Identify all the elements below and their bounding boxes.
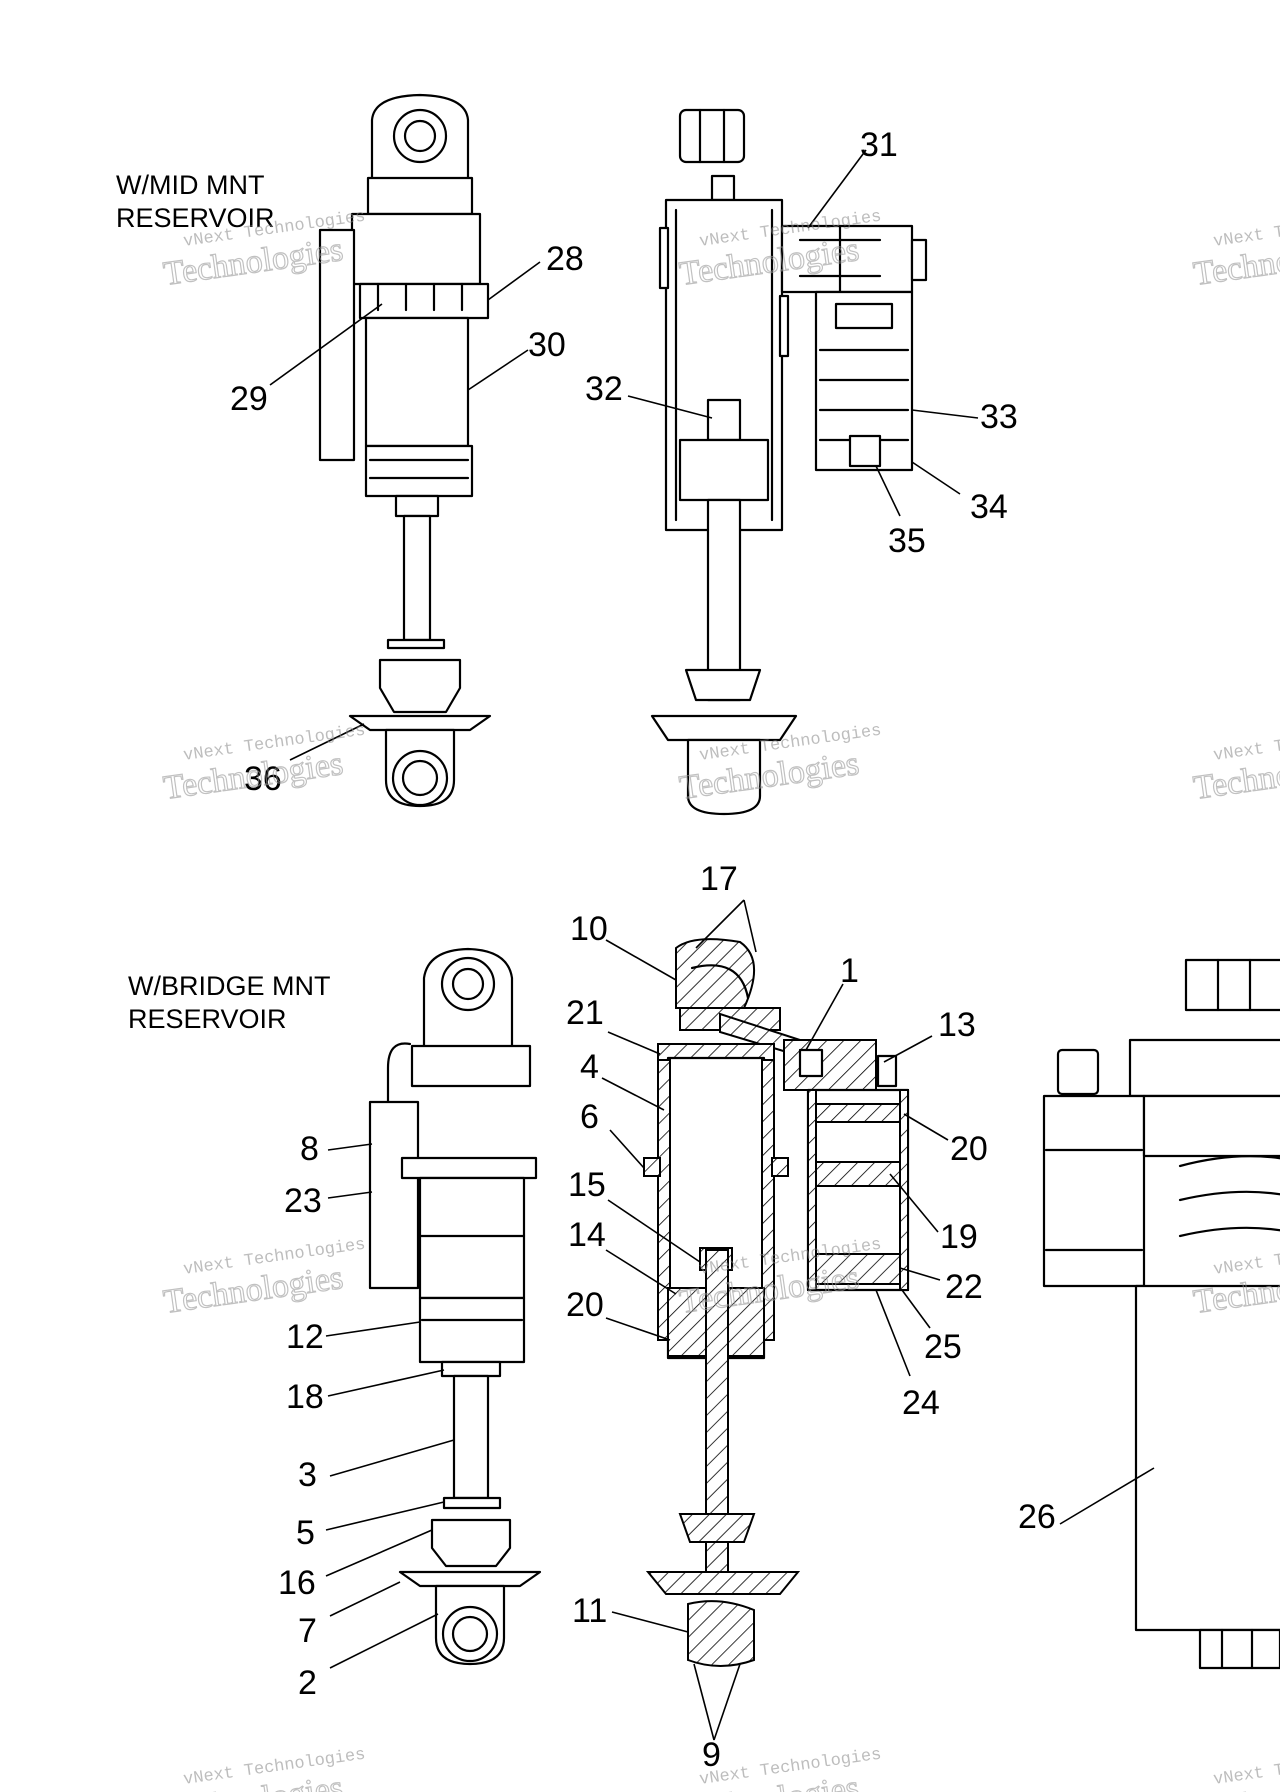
callout-9: 9 [702,1736,721,1774]
callout-15: 15 [568,1166,606,1204]
callout-6: 6 [580,1098,599,1136]
shock-mid-mount-section [650,108,928,816]
callout-36: 36 [244,760,282,798]
watermark: vNext Technologies Technologies [1191,1746,1280,1792]
callout-33: 33 [980,398,1018,436]
callout-25: 25 [924,1328,962,1366]
shock-bridge-mount-exterior [368,947,542,1666]
title-mid-line1: W/MID MNT [116,170,264,200]
watermark: vNext Technologies Technologies [161,1746,367,1792]
callout-20-left: 20 [566,1286,604,1324]
watermark: vNext Technologies Technologies [1191,1236,1280,1322]
watermark: vNext Technologies Technologies [1191,722,1280,808]
callout-32: 32 [585,370,623,408]
shock-bridge-mount-section [643,938,910,1667]
callout-31: 31 [860,126,898,164]
callout-2: 2 [298,1664,317,1702]
callout-18: 18 [286,1378,324,1416]
callout-28: 28 [546,240,584,278]
callout-23: 23 [284,1182,322,1220]
leader-lines [269,149,1155,1741]
title-mid-line2: RESERVOIR [116,203,275,233]
callout-13: 13 [938,1006,976,1044]
shock-right-partial [1042,958,1280,1670]
callout-26: 26 [1018,1498,1056,1536]
callout-30: 30 [528,326,566,364]
callout-numbers: 28 29 30 31 32 33 34 35 36 17 10 1 21 13… [230,126,1056,1774]
callout-21: 21 [566,994,604,1032]
callout-24: 24 [902,1384,940,1422]
callout-11: 11 [572,1592,607,1630]
callout-20-right: 20 [950,1130,988,1168]
callout-16: 16 [278,1564,316,1602]
callout-8: 8 [300,1130,319,1168]
callout-17: 17 [700,860,738,898]
watermark: vNext Technologies Technologies [161,1236,367,1322]
callout-34: 34 [970,488,1008,526]
shock-mid-mount-exterior [318,93,492,808]
title-bridge-line1: W/BRIDGE MNT [128,971,331,1001]
callout-3: 3 [298,1456,317,1494]
callout-22: 22 [945,1268,983,1306]
callout-29: 29 [230,380,268,418]
callout-5: 5 [296,1514,315,1552]
callout-12: 12 [286,1318,324,1356]
callout-1: 1 [840,952,859,990]
callout-10: 10 [570,910,608,948]
watermark: vNext Technologies Technologies [1191,208,1280,294]
callout-4: 4 [580,1048,599,1086]
callout-19: 19 [940,1218,978,1256]
callout-7: 7 [298,1612,317,1650]
callout-14: 14 [568,1216,606,1254]
title-bridge-line2: RESERVOIR [128,1004,287,1034]
callout-35: 35 [888,522,926,560]
